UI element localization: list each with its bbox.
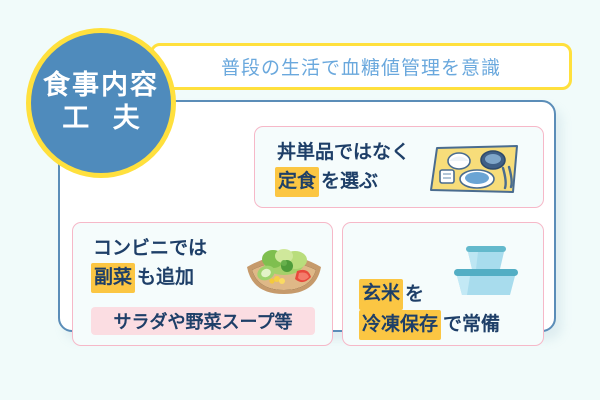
card-genmai-line-2: 冷凍保存 で常備 xyxy=(359,309,502,341)
food-container-icon xyxy=(448,238,524,300)
card-teishoku[interactable]: 丼単品ではなく 定食 を選ぶ xyxy=(254,126,544,208)
section-badge: 食事内容 工 夫 xyxy=(26,28,176,178)
card-teishoku-line-2: 定食 を選ぶ xyxy=(275,166,412,198)
text-segment: も追加 xyxy=(137,266,195,289)
highlight-segment: 冷凍保存 xyxy=(359,309,442,341)
badge-line-2: 工 夫 xyxy=(62,103,147,134)
header-banner: 普段の生活で血糖値管理を意識 xyxy=(150,43,572,90)
card-konbini-line-2: 副菜 も追加 xyxy=(91,262,209,294)
card-teishoku-text: 丼単品ではなく 定食 を選ぶ xyxy=(275,139,412,198)
card-konbini-subbanner: サラダや野菜スープ等 xyxy=(91,307,315,335)
highlight-segment: 副菜 xyxy=(91,262,136,294)
card-konbini[interactable]: コンビニでは 副菜 も追加 サラダや野菜スープ等 xyxy=(72,222,333,346)
card-konbini-line-1: コンビニでは xyxy=(91,235,209,263)
meal-tray-icon xyxy=(425,140,525,200)
text-segment: を xyxy=(405,282,425,305)
badge-line-1: 食事内容 xyxy=(43,70,159,102)
card-genmai-line-1: 玄米 を xyxy=(359,279,502,310)
text-segment: 丼単品ではなく xyxy=(277,141,411,163)
text-segment: を選ぶ xyxy=(321,170,379,193)
highlight-segment: 定食 xyxy=(275,166,320,198)
salad-bowl-icon xyxy=(243,241,325,297)
card-konbini-subbanner-text: サラダや野菜スープ等 xyxy=(113,312,293,333)
text-segment: コンビニでは xyxy=(93,237,208,259)
card-genmai-text: 玄米 を 冷凍保存 で常備 xyxy=(359,279,502,341)
highlight-segment: 玄米 xyxy=(359,279,404,310)
card-genmai[interactable]: 玄米 を 冷凍保存 で常備 xyxy=(342,222,544,346)
card-konbini-text: コンビニでは 副菜 も追加 xyxy=(91,235,209,294)
card-teishoku-line-1: 丼単品ではなく xyxy=(275,139,412,167)
text-segment: で常備 xyxy=(443,313,501,336)
header-title: 普段の生活で血糖値管理を意識 xyxy=(220,57,501,79)
